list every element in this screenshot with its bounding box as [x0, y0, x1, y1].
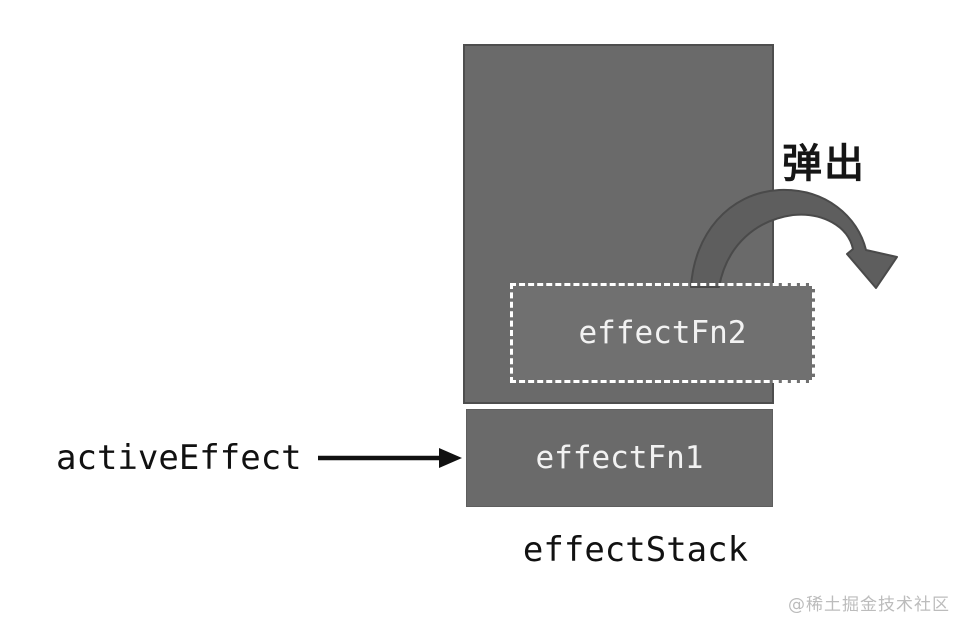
- effect-fn2-dashed-outline: [510, 283, 815, 383]
- effect-fn1-label: effectFn1: [535, 440, 704, 476]
- effect-fn1-box: effectFn1: [466, 409, 773, 507]
- watermark: @稀土掘金技术社区: [788, 595, 950, 615]
- effect-stack-caption: effectStack: [522, 530, 749, 570]
- effect-fn2-box: effectFn2: [510, 283, 815, 383]
- effect-fn2-label: effectFn2: [578, 315, 747, 351]
- active-effect-label: activeEffect: [56, 438, 302, 478]
- pop-label: 弹出: [782, 141, 866, 187]
- active-effect-arrow-icon: [318, 448, 462, 468]
